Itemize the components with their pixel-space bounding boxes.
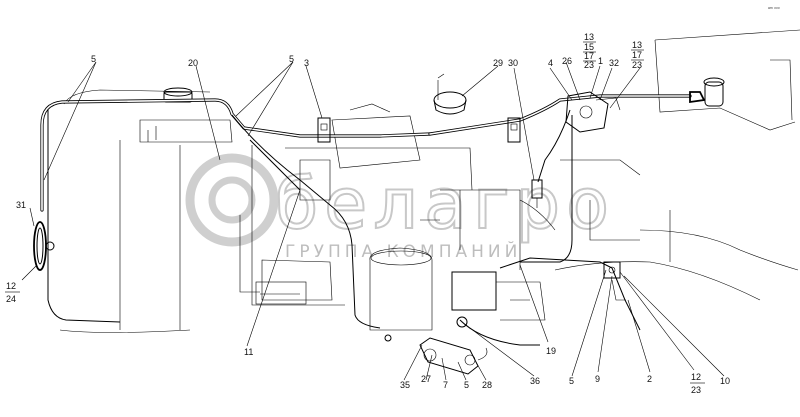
label-5: 5 — [569, 376, 574, 386]
wiring-harness — [40, 94, 692, 346]
label-19: 19 — [546, 346, 556, 356]
component-gauge-29 — [433, 73, 467, 115]
component-connector-13 — [689, 77, 725, 107]
label-11: 11 — [244, 347, 253, 357]
label-7: 7 — [443, 380, 448, 390]
label-9: 9 — [595, 374, 600, 384]
label-3: 3 — [304, 58, 309, 68]
watermark: белагро ГРУППА КОМПАНИЙ — [185, 153, 615, 262]
label-12: 12 — [6, 281, 16, 291]
label-23: 23 — [584, 60, 594, 70]
label-17: 17 — [632, 50, 642, 60]
component-sensor-horn — [33, 221, 55, 271]
label-17: 17 — [584, 51, 594, 61]
label-5: 5 — [91, 54, 96, 64]
label-31: 31 — [16, 200, 26, 210]
label-15: 15 — [584, 42, 594, 52]
label-12: 12 — [691, 372, 701, 382]
label-29: 29 — [493, 58, 503, 68]
label-2: 2 — [647, 374, 652, 384]
label-23: 23 — [632, 60, 642, 70]
label-27: 27 — [421, 374, 431, 384]
machine-outline — [47, 29, 800, 333]
label-32: 32 — [609, 58, 619, 68]
label-23: 23 — [691, 385, 701, 395]
label-26: 26 — [562, 56, 572, 66]
component-sensor-30 — [531, 179, 543, 208]
label-28: 28 — [482, 380, 492, 390]
component-switch-block — [565, 91, 621, 133]
label-13: 13 — [632, 40, 642, 50]
watermark-brand: белагро — [275, 163, 615, 245]
leader-lines — [21, 61, 725, 381]
label-1: 1 — [598, 56, 603, 66]
label-13: 13 — [584, 32, 594, 42]
label-4: 4 — [548, 58, 553, 68]
corner-mark: ᵃᵐ ᵒᵒᵒ — [768, 6, 780, 12]
label-5: 5 — [289, 54, 294, 64]
label-30: 30 — [508, 58, 518, 68]
label-36: 36 — [530, 376, 540, 386]
callout-labels: 5 20 5 3 29 30 4 26 13 15 17 23 1 32 13 … — [5, 6, 780, 395]
component-clamp-3 — [317, 117, 331, 143]
label-5: 5 — [464, 380, 469, 390]
label-35: 35 — [400, 380, 410, 390]
component-clamp-right — [507, 117, 521, 143]
label-10: 10 — [720, 376, 730, 386]
component-filter — [419, 337, 488, 375]
component-small-clamp — [384, 316, 468, 342]
label-20: 20 — [188, 58, 198, 68]
label-24: 24 — [6, 294, 16, 304]
